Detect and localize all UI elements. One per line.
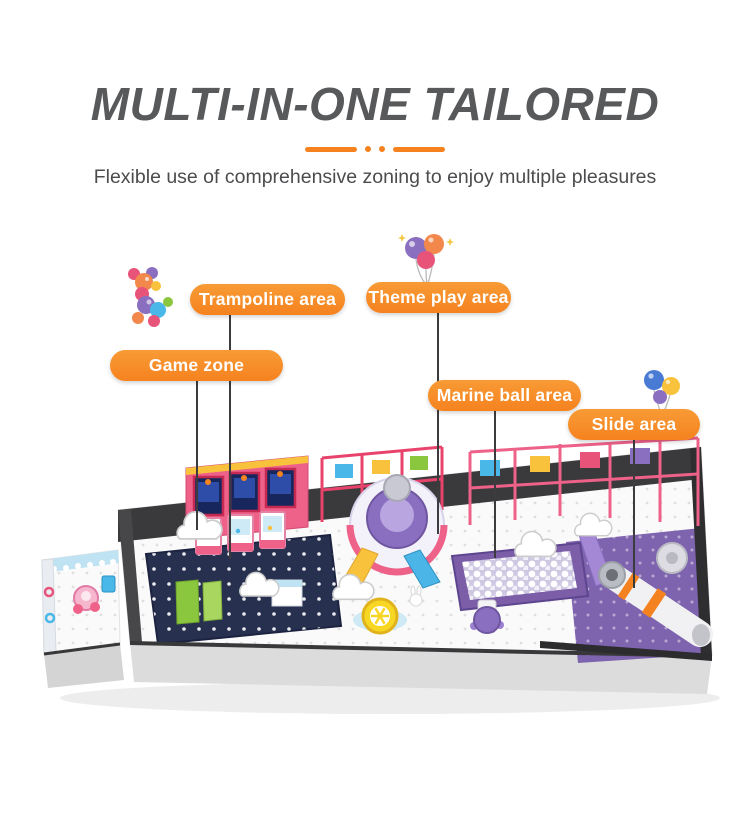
title-divider [0,146,750,153]
divider-dot [379,146,385,153]
leader-line-game-zone [196,380,198,530]
leader-line-slide [633,439,635,588]
playground-illustration [41,436,720,714]
leader-line-marine-ball [494,410,496,558]
page-subtitle: Flexible use of comprehensive zoning to … [93,166,657,189]
zone-label-game-zone: Game zone [110,350,283,381]
balloon-dog-icon [128,267,173,327]
zone-label-theme-play-area: Theme play area [366,282,511,313]
divider-bar [393,146,445,152]
zone-label-marine-ball-area: Marine ball area [428,380,581,411]
leader-line-theme-play [437,312,439,534]
leader-line-trampoline [229,314,231,559]
zone-label-trampoline-area: Trampoline area [190,284,345,315]
zone-label-slide-area: Slide area [568,409,700,440]
balloon-cluster-icon [398,234,454,287]
page-title: MULTI-IN-ONE TAILORED [90,78,660,130]
header: MULTI-IN-ONE TAILORED Flexible use of co… [0,0,750,189]
divider-dot [365,146,371,153]
divider-bar [305,146,357,152]
